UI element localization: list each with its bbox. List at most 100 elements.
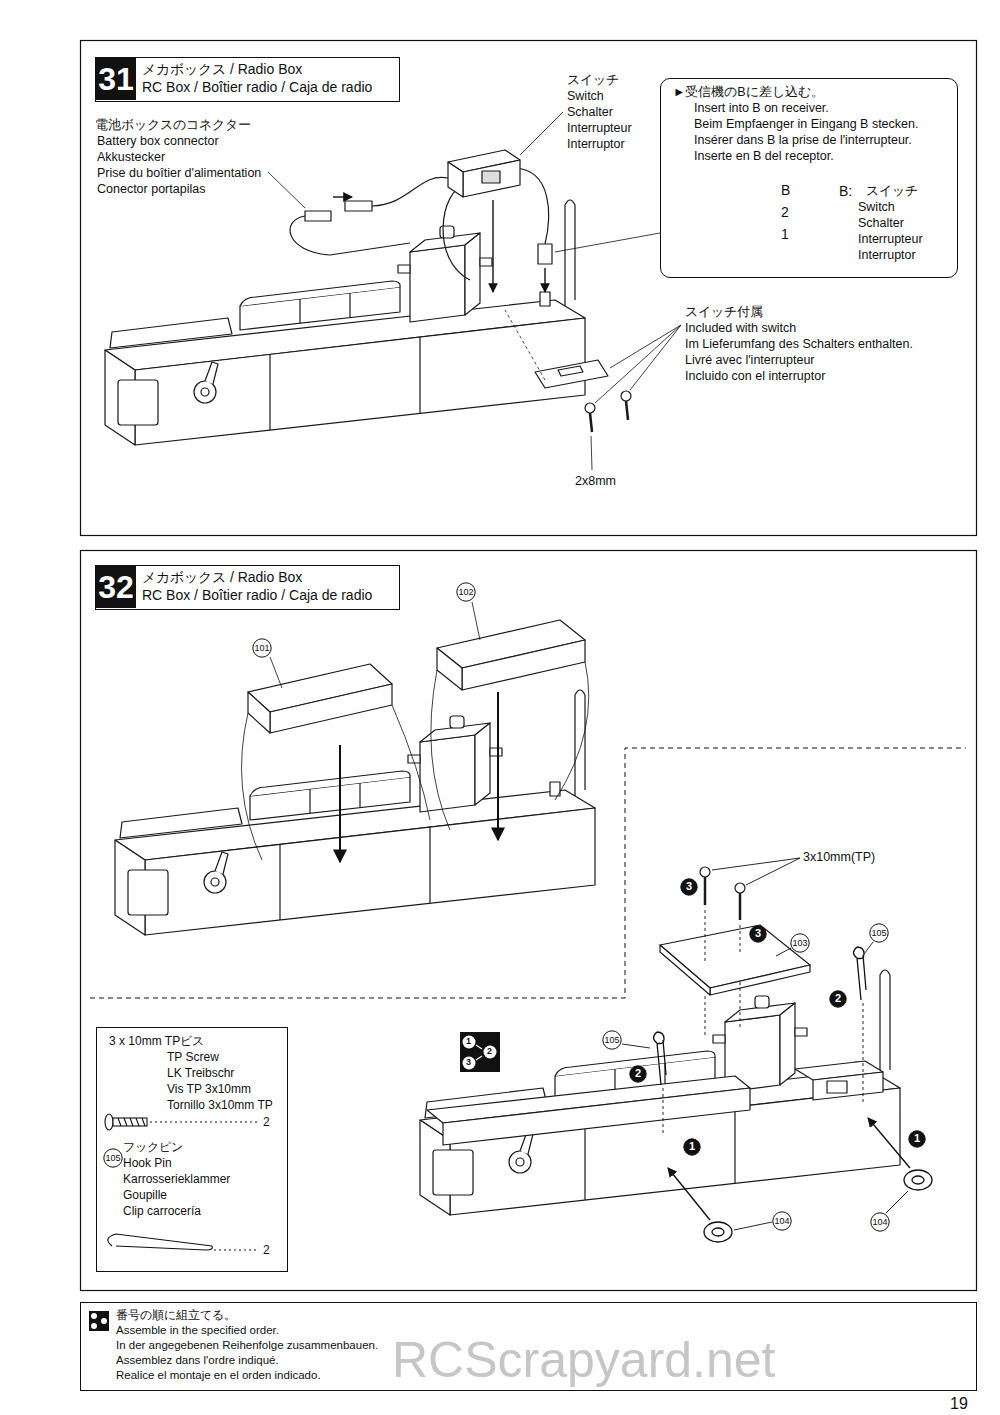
part-label: Interrupteur [567, 121, 632, 136]
radio-box-drawing [115, 690, 595, 935]
arrow [544, 268, 545, 292]
arrow [333, 197, 545, 292]
callout-number: 1 [908, 1130, 926, 1148]
label-text: ►受信機のBに差し込む。 [673, 85, 824, 100]
circle-outline [870, 924, 888, 942]
label-text: In der angegebenen Reihenfolge zusammenb… [116, 1339, 378, 1353]
label-text: 32 [96, 566, 136, 608]
order-icon [484, 1046, 497, 1059]
callout-number: 3 [680, 878, 698, 896]
lid-drawing [427, 1061, 883, 1145]
guide-line [734, 1222, 772, 1230]
page-number: 19 [950, 1394, 968, 1413]
switch-drawing [535, 360, 608, 388]
step-frame [81, 551, 977, 1291]
parts-icon [105, 1114, 258, 1250]
label-text: Vis TP 3x10mm [167, 1082, 251, 1096]
order-icon [460, 1032, 500, 1072]
instruction-callout: ►受信機のBに差し込む。Insert into B on receiver.Be… [660, 78, 958, 278]
switch-drawing [463, 160, 520, 197]
label-text: Assemblez dans l'ordre indiqué. [116, 1354, 279, 1368]
part-label: Battery box connector [97, 134, 219, 149]
part-label: スイッチ [567, 73, 619, 88]
switch-drawing [621, 391, 631, 401]
callout-number: 103 [790, 933, 810, 953]
circle-outline [681, 879, 697, 895]
circle-outline [684, 1139, 700, 1155]
label-text: RC Box / Boîtier radio / Caja de radio [142, 79, 372, 96]
callout-number: 105 [869, 923, 889, 943]
switch-drawing [626, 401, 628, 420]
order-icon-number: 3 [466, 1057, 471, 1068]
circle-outline [457, 583, 475, 601]
switch-drawing [585, 403, 595, 413]
plate-drawing [704, 877, 707, 905]
label-text: Inserte en B del receptor. [694, 149, 834, 164]
part-number-circle: 103 [790, 933, 810, 953]
lid-drawing [443, 1088, 750, 1145]
callout-number: 104 [870, 1212, 890, 1232]
washer-drawing [912, 1176, 924, 1184]
order-icon-number: 2 [487, 1046, 492, 1057]
watermark: RCScrapyard.net [392, 1330, 776, 1390]
guide-line [740, 982, 741, 1028]
switch-drawing [290, 216, 410, 255]
leader-line [591, 436, 592, 470]
switch-drawing [448, 162, 463, 197]
order-number-circle: 1 [908, 1130, 926, 1148]
arrow [340, 692, 498, 862]
part-number-circle: 104 [772, 1211, 792, 1231]
order-number-circle: 3 [680, 878, 698, 896]
label-text: Schalter [858, 216, 904, 231]
parts-icon [214, 1249, 258, 1250]
arrow [668, 1118, 910, 1220]
lid-drawing [827, 1081, 847, 1093]
part-label: Conector portapilas [97, 182, 205, 197]
part-label: スイッチ付属 [685, 305, 763, 320]
label-text: Interruptor [858, 248, 916, 263]
order-icon [460, 1032, 500, 1072]
guide-line [863, 1003, 864, 1105]
plate-drawing [710, 965, 810, 995]
label-text: Assemble in the specified order. [116, 1324, 279, 1338]
label-text: 31 [96, 58, 136, 100]
part-label: 3x10mm(TP) [803, 850, 875, 865]
part-label: 2x8mm [575, 474, 616, 489]
leader-line [268, 112, 681, 470]
leader-line [555, 233, 660, 252]
part-label: Prise du boîtier d'alimentation [97, 166, 261, 181]
label-text: フックピン [123, 1140, 183, 1154]
guide-line [555, 662, 589, 800]
lid-drawing [462, 640, 585, 690]
parts-list-box: 1053 x 10mm TPビスTP ScrewLK TreibschrVis … [96, 1027, 288, 1272]
step-header: 31メカボックス / Radio BoxRC Box / Boîtier rad… [95, 57, 400, 102]
label-text: スイッチ [866, 184, 918, 199]
circle-outline [104, 1149, 122, 1167]
part-label: Incluido con el interruptor [685, 369, 825, 384]
label-text: LK Treibschr [167, 1066, 234, 1080]
plate-drawing [660, 867, 810, 995]
plate-drawing [660, 945, 710, 995]
part-label: Livré avec l'interrupteur [685, 353, 815, 368]
label-text: 番号の順に組立てる。 [116, 1309, 236, 1323]
arrow [497, 692, 499, 840]
step-frame [81, 41, 977, 536]
order-number-circle: 1 [683, 1138, 701, 1156]
part-label: Switch [567, 89, 604, 104]
guide-line [242, 713, 262, 860]
order-icon [463, 1036, 476, 1049]
lid-drawing [270, 684, 392, 733]
guide-line [622, 858, 908, 1230]
circle-outline [909, 1131, 925, 1147]
part-label: Akkustecker [97, 150, 165, 165]
order-icon [101, 1318, 107, 1324]
callout-number: 104 [772, 1211, 792, 1231]
order-number-circle: 3 [749, 925, 767, 943]
guide-line [472, 602, 480, 640]
callout-number: 105 [103, 1148, 123, 1168]
washer-drawing [704, 1170, 932, 1242]
arrow [339, 745, 341, 862]
leader-line [268, 172, 305, 208]
order-icon [89, 1311, 109, 1331]
order-number-circle: 2 [829, 990, 847, 1008]
